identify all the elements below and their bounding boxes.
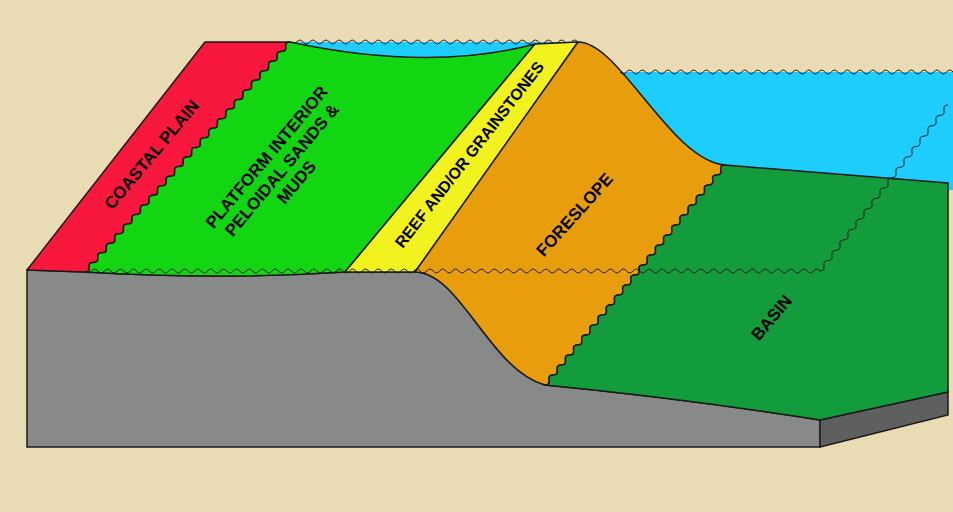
- water-surface-line: [85, 269, 820, 273]
- water-surface-line: [620, 70, 953, 74]
- zone-surface: [545, 165, 948, 420]
- water-surface-line: [820, 105, 948, 271]
